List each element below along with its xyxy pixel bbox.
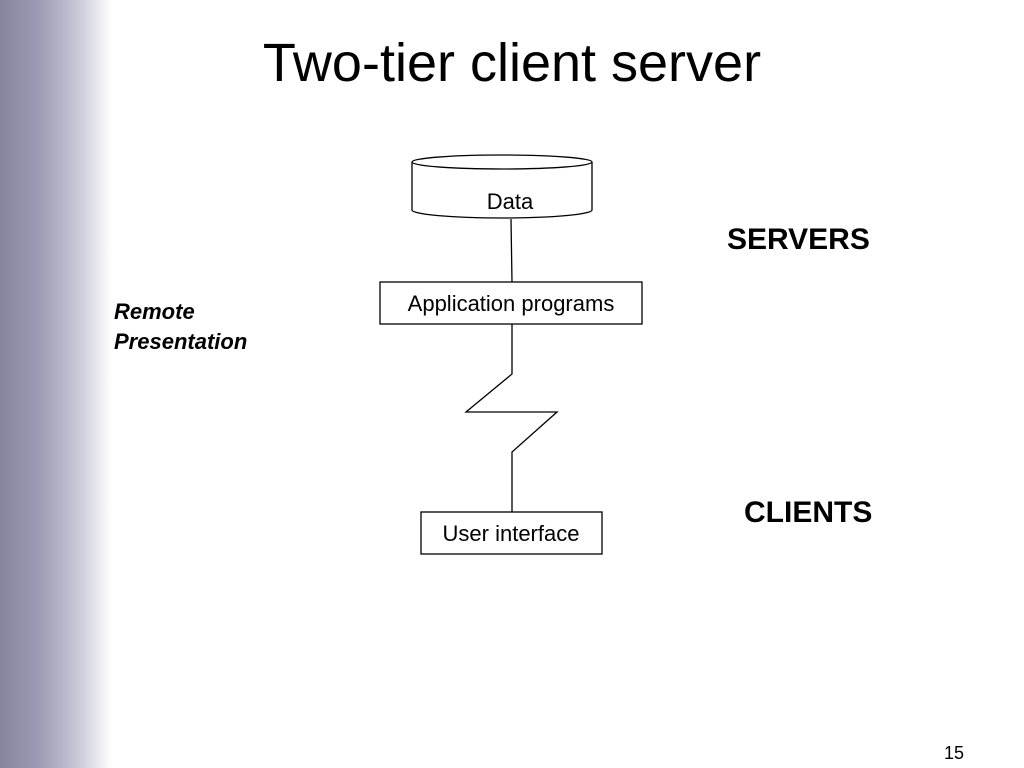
- slide-title: Two-tier client server: [262, 33, 762, 93]
- data-store-cylinder: Data: [411, 154, 593, 219]
- user-interface-label: User interface: [443, 521, 580, 546]
- user-interface-box: User interface: [420, 511, 603, 555]
- side-gradient-band: [0, 0, 112, 768]
- network-link-zigzag: [464, 324, 559, 512]
- data-to-app-connector: [510, 218, 513, 283]
- page-number: 15: [943, 743, 964, 763]
- application-programs-label: Application programs: [408, 291, 615, 316]
- remote-presentation-line-1: Remote: [114, 299, 195, 324]
- remote-presentation-label: Remote Presentation: [114, 297, 247, 357]
- remote-presentation-line-2: Presentation: [114, 329, 248, 354]
- servers-label: SERVERS: [727, 223, 870, 256]
- data-store-label: Data: [487, 189, 534, 214]
- application-programs-box: Application programs: [379, 281, 643, 325]
- clients-label: CLIENTS: [744, 496, 873, 529]
